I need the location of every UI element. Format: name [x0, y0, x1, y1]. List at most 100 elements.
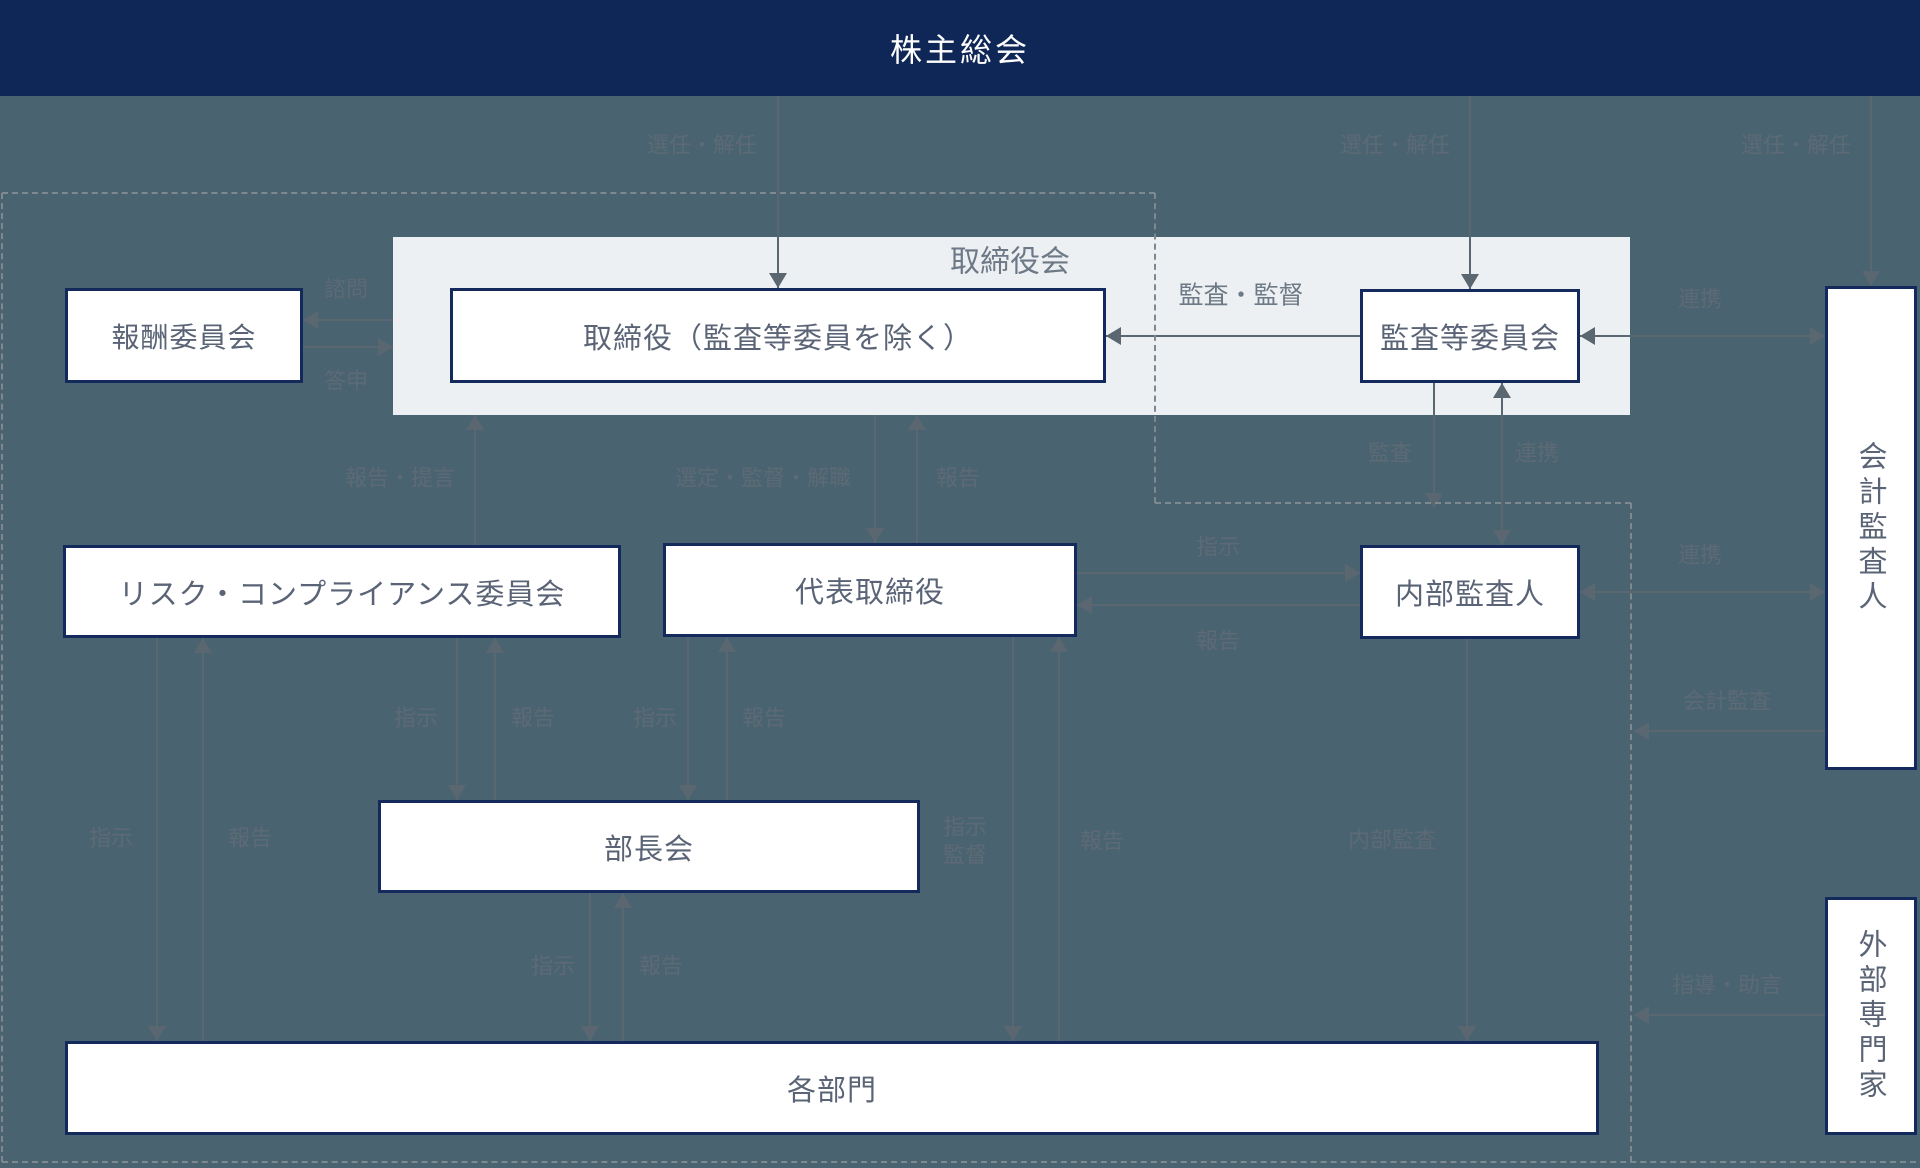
arrow-report-managers-to-risk-arrowhead-icon	[486, 638, 504, 653]
arrow-cooperation-internal-accounting-label: 連携	[1677, 543, 1723, 569]
arrow-instruction-rep-to-internal-auditor-arrowhead-icon	[1345, 564, 1360, 582]
node-external-experts-label: 外部専門家	[1854, 928, 1888, 1104]
arrow-report-departments-to-managers-arrowhead-icon	[614, 893, 632, 908]
arrow-audit-supervision	[1106, 335, 1360, 337]
node-internal-auditor-label: 内部監査人	[1394, 577, 1545, 611]
arrow-instruction-risk-to-managers	[456, 638, 458, 800]
arrow-report-proposal	[474, 415, 476, 545]
arrow-audit-arrowhead-icon	[1425, 493, 1443, 508]
arrow-consultation	[303, 319, 393, 321]
arrow-report-to-board	[916, 415, 918, 543]
arrow-report-managers-to-risk	[494, 638, 496, 800]
arrow-report-departments-to-rep	[1058, 637, 1060, 1041]
node-internal-auditor: 内部監査人	[1360, 545, 1580, 639]
arrow-audit	[1433, 383, 1435, 508]
node-risk-compliance-committee-label: リスク・コンプライアンス委員会	[118, 576, 566, 611]
arrow-cooperation-committee-auditor	[1501, 383, 1503, 545]
arrow-report-back	[303, 346, 393, 348]
arrow-appointment-dismissal-3-arrowhead-icon	[1862, 271, 1880, 286]
arrow-cooperation-auditcommittee-accounting-label: 連携	[1677, 287, 1723, 313]
arrow-cooperation-internal-accounting-arrowhead-icon	[1810, 583, 1825, 601]
arrow-instruction-managers-to-departments	[589, 893, 591, 1041]
arrow-report-far-left	[202, 638, 204, 1041]
arrow-appointment-dismissal-3-label: 選任・解任	[1740, 133, 1852, 159]
dashed-left-vertical	[1, 193, 3, 1162]
dashed-step-vertical	[1154, 193, 1156, 503]
node-directors-label: 取締役（監査等委員を除く）	[582, 320, 973, 355]
arrow-instruction-rep-to-managers-label: 指示	[632, 706, 678, 732]
node-department-managers-meeting-label: 部長会	[603, 831, 694, 866]
arrow-appointment-dismissal-1-label: 選任・解任	[646, 133, 758, 159]
arrow-appointment-dismissal-2-arrowhead-icon	[1461, 274, 1479, 289]
arrow-guidance-advice-arrowhead-icon	[1634, 1006, 1649, 1024]
arrow-appointment-dismissal-2-label: 選任・解任	[1339, 133, 1451, 159]
arrow-report-departments-to-managers-label: 報告	[638, 954, 684, 980]
arrow-instruction-rep-to-internal-auditor-label: 指示	[1195, 535, 1241, 561]
arrow-consultation-arrowhead-icon	[303, 311, 318, 329]
arrow-instruction-managers-to-departments-arrowhead-icon	[581, 1026, 599, 1041]
arrow-report-far-left-label: 報告	[227, 826, 273, 852]
dashed-top	[2, 192, 1155, 194]
arrow-report-departments-to-rep-label: 報告	[1079, 829, 1125, 855]
node-departments-label: 各部門	[786, 1073, 877, 1107]
node-representative-director-label: 代表取締役	[794, 575, 945, 609]
label-audit-supervision: 監査・監督	[1178, 280, 1304, 310]
node-department-managers-meeting: 部長会	[378, 800, 920, 893]
arrow-report-internal-auditor-to-rep-label: 報告	[1195, 629, 1241, 655]
arrow-report-proposal-arrowhead-icon	[466, 415, 484, 430]
arrow-audit-label: 監査	[1367, 441, 1413, 467]
arrow-instruction-rep-to-managers-arrowhead-icon	[679, 785, 697, 800]
arrow-audit-supervision-arrowhead-icon	[1106, 327, 1121, 345]
arrow-internal-audit	[1466, 639, 1468, 1041]
arrow-instruction-rep-to-managers	[687, 637, 689, 800]
arrow-cooperation-auditcommittee-accounting	[1580, 335, 1825, 337]
arrow-report-far-left-arrowhead-icon	[194, 638, 212, 653]
node-departments: 各部門	[65, 1041, 1599, 1135]
arrow-instruction-rep-to-internal-auditor	[1077, 572, 1360, 574]
arrow-instruction-far-left	[156, 638, 158, 1041]
arrow-report-managers-to-risk-label: 報告	[510, 706, 556, 732]
arrow-internal-audit-arrowhead-icon	[1458, 1026, 1476, 1041]
arrow-selection-supervision-dismissal	[874, 415, 876, 543]
dashed-step-horizontal	[1155, 502, 1631, 504]
arrow-cooperation-internal-accounting-start-arrowhead-icon	[1580, 583, 1595, 601]
arrow-report-managers-to-rep	[726, 637, 728, 800]
arrow-report-managers-to-rep-arrowhead-icon	[718, 637, 736, 652]
arrow-report-back-label: 答申	[323, 369, 369, 395]
arrow-selection-supervision-dismissal-label: 選定・監督・解職	[674, 466, 852, 492]
label-board-of-directors: 取締役会	[950, 244, 1070, 280]
arrow-cooperation-committee-auditor-arrowhead-icon	[1493, 530, 1511, 545]
arrow-instruction-far-left-arrowhead-icon	[148, 1026, 166, 1041]
shareholders-meeting-banner: 株主総会	[0, 0, 1920, 96]
arrow-cooperation-committee-auditor-label: 連携	[1514, 441, 1560, 467]
arrow-instruction-far-left-label: 指示	[88, 826, 134, 852]
node-risk-compliance-committee: リスク・コンプライアンス委員会	[63, 545, 621, 638]
node-compensation-committee-label: 報酬委員会	[111, 320, 257, 354]
node-audit-committee: 監査等委員会	[1360, 289, 1580, 383]
arrow-internal-audit-label: 内部監査	[1347, 828, 1437, 854]
arrow-guidance-advice	[1634, 1014, 1825, 1016]
arrow-report-departments-to-rep-arrowhead-icon	[1050, 637, 1068, 652]
arrow-guidance-advice-label: 指導・助言	[1671, 973, 1783, 999]
arrow-report-back-arrowhead-icon	[378, 338, 393, 356]
dashed-right-vertical	[1630, 503, 1632, 1162]
arrow-report-internal-auditor-to-rep-arrowhead-icon	[1077, 596, 1092, 614]
arrow-report-departments-to-managers	[622, 893, 624, 1041]
arrow-consultation-label: 諮問	[323, 277, 369, 303]
arrow-cooperation-auditcommittee-accounting-start-arrowhead-icon	[1580, 327, 1595, 345]
arrow-instruction-supervision-rep-to-departments	[1012, 637, 1014, 1041]
arrow-report-proposal-label: 報告・提言	[344, 466, 456, 492]
arrow-accounting-audit-arrowhead-icon	[1634, 722, 1649, 740]
arrow-cooperation-committee-auditor-start-arrowhead-icon	[1493, 383, 1511, 398]
arrow-report-internal-auditor-to-rep	[1077, 604, 1360, 606]
node-external-experts: 外部専門家	[1825, 897, 1917, 1135]
node-representative-director: 代表取締役	[663, 543, 1077, 637]
arrow-instruction-risk-to-managers-label: 指示	[393, 706, 439, 732]
arrow-instruction-managers-to-departments-label: 指示	[530, 954, 576, 980]
arrow-report-to-board-arrowhead-icon	[908, 415, 926, 430]
arrow-report-managers-to-rep-label: 報告	[741, 706, 787, 732]
arrow-instruction-supervision-rep-to-departments-arrowhead-icon	[1004, 1026, 1022, 1041]
arrow-instruction-risk-to-managers-arrowhead-icon	[448, 785, 466, 800]
arrow-accounting-audit	[1634, 730, 1825, 732]
